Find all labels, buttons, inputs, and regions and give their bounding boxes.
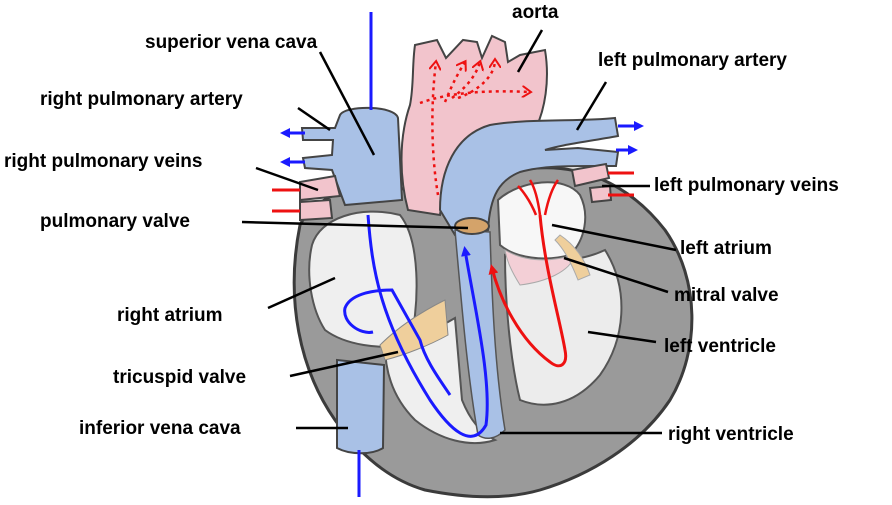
leader-mitral-valve (563, 256, 669, 294)
label-left-atrium: left atrium (680, 238, 772, 259)
leader-lines (241, 29, 677, 435)
red-flow-left-heart (488, 214, 568, 368)
superior-vena-cava-vessel (300, 106, 404, 207)
label-left-pulmonary-artery: left pulmonary artery (598, 50, 787, 71)
leader-aorta (516, 29, 544, 73)
mitral-valve-shape (504, 249, 576, 286)
label-aorta: aorta (512, 2, 559, 23)
blue-flow-path-right-heart (366, 214, 489, 438)
red-flow-fan-3 (543, 179, 560, 216)
leader-right-atrium (267, 276, 336, 310)
label-tricuspid-valve: tricuspid valve (113, 367, 247, 388)
pulmonary-valve-shape (454, 217, 490, 235)
pulmonary-artery-vessel (438, 116, 620, 237)
mitral-valve-leaflet (554, 234, 591, 281)
label-right-pulmonary-artery: right pulmonary artery (40, 89, 243, 110)
leader-right-pulmonary-veins (255, 166, 319, 192)
label-inferior-vena-cava: inferior vena cava (79, 418, 241, 439)
label-left-pulmonary-veins: left pulmonary veins (654, 175, 839, 196)
leader-tricuspid-valve (289, 350, 399, 378)
red-flow-fan-2 (528, 179, 542, 216)
leader-left-atrium (551, 223, 677, 252)
leader-right-pulmonary-artery (297, 106, 331, 132)
label-superior-vena-cava: superior vena cava (145, 32, 318, 53)
aorta-flow-arrow-3 (451, 62, 480, 99)
label-right-ventricle: right ventricle (668, 424, 794, 445)
leader-left-ventricle (587, 330, 657, 344)
aorta-flow-arrow-5 (419, 91, 530, 105)
label-right-atrium: right atrium (117, 305, 223, 326)
leader-superior-vena-cava (318, 51, 376, 156)
label-right-pulmonary-veins: right pulmonary veins (4, 151, 203, 172)
leader-pulmonary-valve (241, 220, 469, 230)
label-mitral-valve: mitral valve (674, 285, 779, 306)
label-left-ventricle: left ventricle (664, 336, 776, 357)
right-atrium-chamber (308, 210, 418, 348)
blue-flow-hook (343, 288, 452, 396)
label-pulmonary-valve: pulmonary valve (40, 211, 190, 232)
inferior-vena-cava-vessel (336, 358, 386, 455)
red-flow-fan-1 (517, 185, 538, 216)
leader-left-pulmonary-artery (575, 81, 608, 131)
